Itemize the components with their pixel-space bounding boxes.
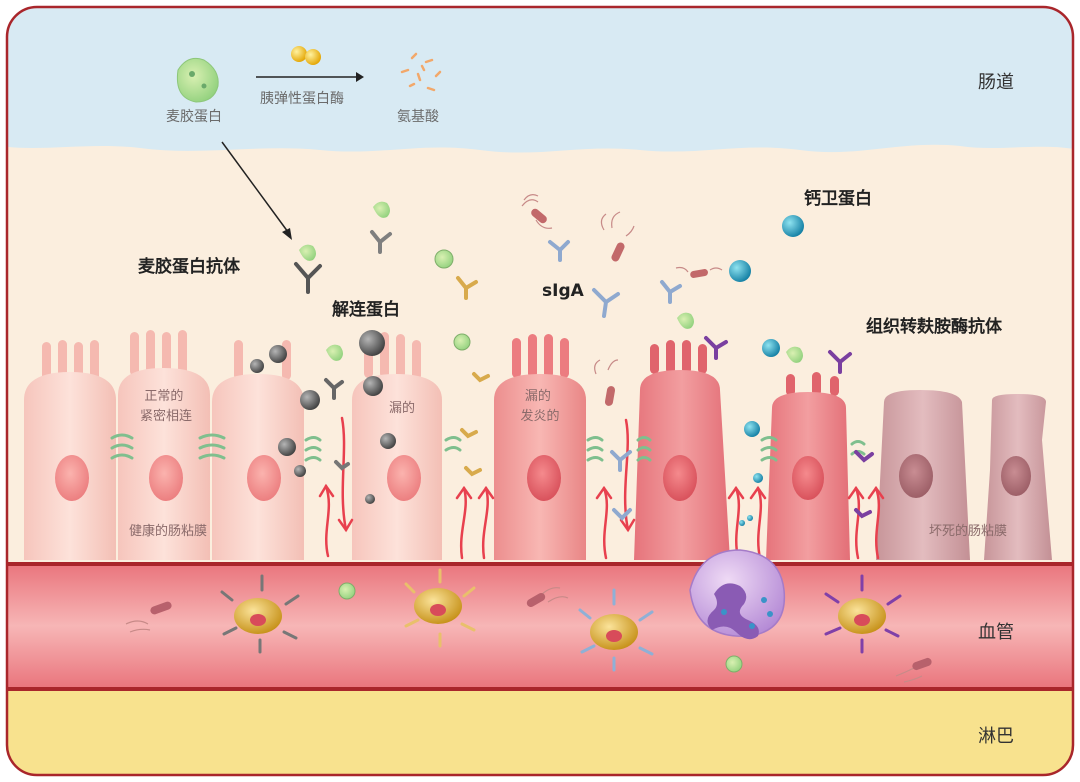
gut-lumen [7,7,1073,153]
pointer-arrow [221,141,292,240]
blood-vessel [7,562,1073,690]
epithelial-cell [24,340,116,560]
label-normal-tight-line2: 紧密相连 [140,408,192,424]
label-leaky-inflamed-line1: 漏的 [525,388,551,404]
immune-cells [220,549,902,672]
antibodies [294,230,874,521]
label-gliadin: 麦胶蛋白 [166,108,222,125]
label-siga: sIgA [542,281,585,301]
label-normal-tight: 正常的 紧密相连 [140,388,192,424]
bacteria [125,194,932,683]
label-healthy-mucosa: 健康的肠粘膜 [129,523,207,539]
amino-acid-fragments [400,52,442,92]
label-gliadin-antibody: 麦胶蛋白抗体 [138,256,241,277]
lymph-layer [7,691,1073,775]
label-ttg-antibody: 组织转麸胺酶抗体 [866,316,1003,337]
epithelial-cell [118,330,210,560]
epithelial-cell-inflamed [766,372,850,560]
epithelial-cell-dead [984,394,1052,560]
label-dead-mucosa: 坏死的肠粘膜 [929,523,1007,539]
label-leaky-inflamed: 漏的 发炎的 [520,388,559,424]
leak-arrows [318,416,885,560]
frame-border [5,5,1075,777]
label-leaky-inflamed-line2: 发炎的 [520,408,559,424]
label-zonulin: 解连蛋白 [332,299,400,320]
label-calprotectin: 钙卫蛋白 [804,188,872,209]
reaction-arrow [256,72,364,82]
zone-label-gut: 肠道 [978,72,1014,93]
label-leaky: 漏的 [389,400,415,416]
label-normal-tight-line1: 正常的 [144,388,183,404]
zone-label-lymph: 淋巴 [978,726,1014,747]
epithelial-cell-dead [876,390,970,560]
tight-junctions [110,433,866,462]
epithelial-cell-leaky [352,332,442,560]
zone-label-vessel: 血管 [978,622,1014,643]
enzyme-particles [291,46,321,65]
epithelial-cell [212,340,304,560]
gliadin-blobs [176,57,803,673]
epithelial-cell-inflamed [494,334,586,560]
label-enzyme: 胰弹性蛋白酶 [260,91,344,107]
epithelial-cell-inflamed [634,340,730,560]
label-amino-acids: 氨基酸 [397,108,439,125]
calprotectin-particles [729,215,804,526]
zonulin-particles [250,330,396,504]
epithelium [24,330,1052,560]
